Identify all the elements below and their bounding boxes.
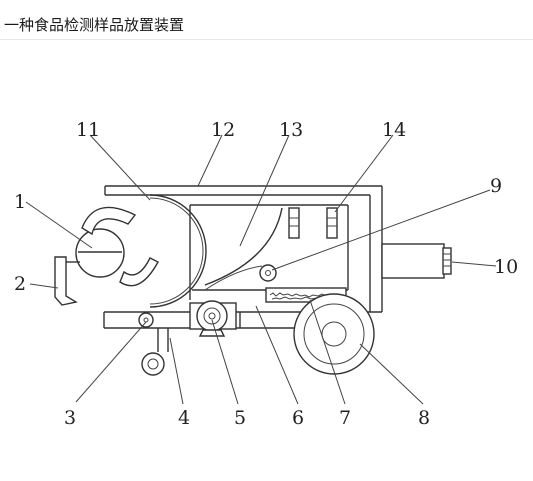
label-8: 8 xyxy=(418,407,430,429)
clamp-1 xyxy=(75,206,159,287)
motor-5 xyxy=(189,300,237,337)
title-bar: 一种食品检测样品放置装置 xyxy=(0,0,533,40)
part-labels: 1 2 3 4 5 6 7 8 9 10 11 12 13 14 xyxy=(14,119,518,429)
label-10: 10 xyxy=(494,256,518,278)
label-12: 12 xyxy=(211,119,235,141)
roller-3 xyxy=(138,312,154,328)
label-14: 14 xyxy=(382,119,406,141)
handle-10 xyxy=(381,243,452,279)
page-title: 一种食品检测样品放置装置 xyxy=(4,16,185,34)
support-4 xyxy=(141,328,169,376)
label-11: 11 xyxy=(76,119,100,141)
label-2: 2 xyxy=(14,273,26,295)
sensors xyxy=(288,207,338,239)
label-4: 4 xyxy=(178,407,190,429)
grip-2 xyxy=(54,256,80,306)
label-13: 13 xyxy=(279,119,303,141)
roller-6 xyxy=(259,264,277,282)
label-9: 9 xyxy=(490,175,502,197)
label-1: 1 xyxy=(14,191,26,213)
inner-chamber xyxy=(189,204,349,300)
wheel-8 xyxy=(293,293,375,375)
label-3: 3 xyxy=(64,407,76,429)
label-6: 6 xyxy=(292,407,304,429)
leader-lines xyxy=(25,134,497,405)
label-7: 7 xyxy=(339,407,351,429)
housing-11 xyxy=(149,194,207,308)
label-5: 5 xyxy=(234,407,246,429)
